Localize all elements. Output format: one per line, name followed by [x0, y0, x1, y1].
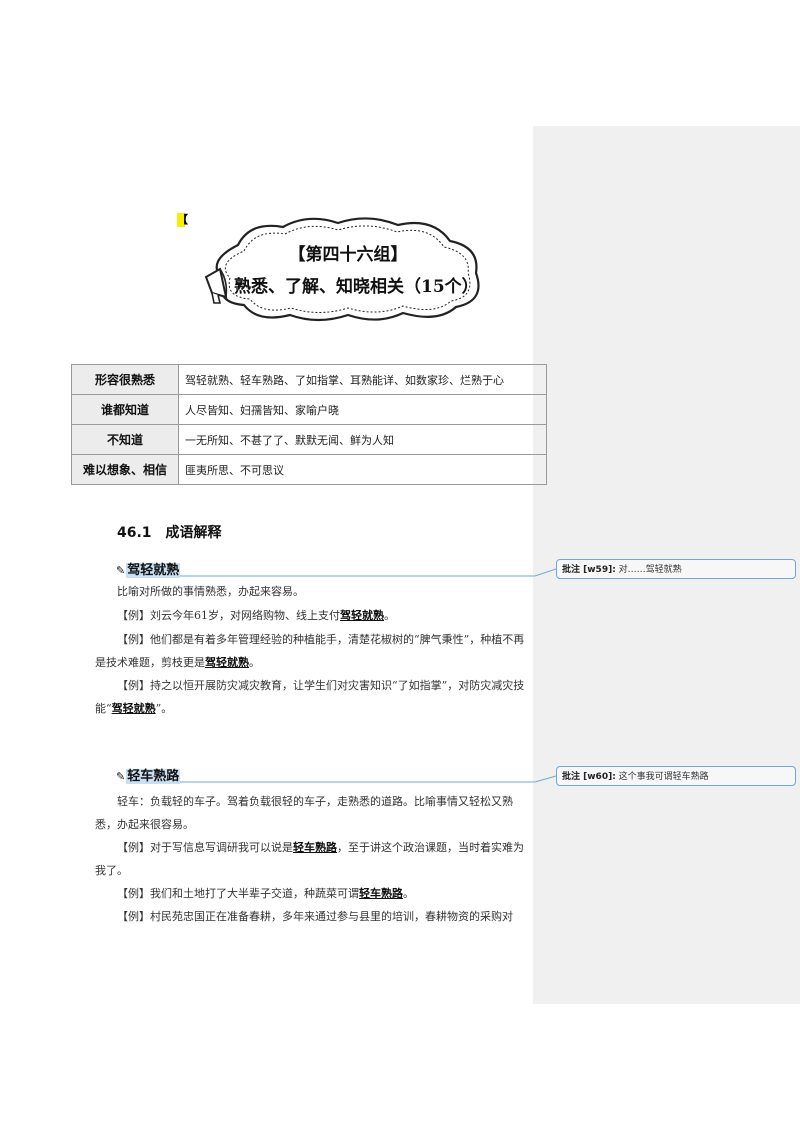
- entry-title-qingcheshulu: ✎轻车熟路: [116, 765, 181, 784]
- table-items-cell: 驾轻就熟、轻车熟路、了如指掌、耳熟能详、如数家珍、烂熟于心: [178, 364, 547, 395]
- entry-title-text[interactable]: 轻车熟路: [126, 769, 181, 784]
- example-keyword: 驾轻就熟: [111, 702, 156, 715]
- group-title: 【第四十六组】: [288, 245, 408, 265]
- comment-label: 批注 [w59]:: [562, 565, 616, 575]
- pen-icon: ✎: [116, 564, 126, 577]
- entry-title-jiaqingjiushu: ✎驾轻就熟: [116, 559, 181, 578]
- comment-balloon[interactable]: 批注 [w59]: 对……驾轻就熟: [556, 559, 796, 579]
- comment-connector-line: [180, 568, 557, 577]
- example-keyword: 轻车熟路: [359, 887, 403, 900]
- table-category-cell: 不知道: [71, 424, 179, 455]
- example-sentence: 【例】刘云今年61岁，对网络购物、线上支付驾轻就熟。: [117, 609, 395, 622]
- example-keyword: 驾轻就熟: [340, 609, 384, 622]
- table-items-cell: 一无所知、不甚了了、默默无闻、鲜为人知: [178, 424, 547, 455]
- table-items-cell: 匪夷所思、不可思议: [178, 454, 547, 485]
- example-keyword: 轻车熟路: [293, 841, 337, 854]
- entry-title-text[interactable]: 驾轻就熟: [126, 563, 181, 578]
- table-category-cell: 谁都知道: [71, 394, 179, 425]
- table-row: 形容很熟悉 驾轻就熟、轻车熟路、了如指掌、耳熟能详、如数家珍、烂熟于心: [71, 364, 547, 395]
- group-subtitle: 熟悉、了解、知晓相关（15个）: [234, 277, 479, 297]
- idiom-category-table: 形容很熟悉 驾轻就熟、轻车熟路、了如指掌、耳熟能详、如数家珍、烂熟于心 谁都知道…: [71, 364, 547, 485]
- comment-balloon[interactable]: 批注 [w60]: 这个事我可谓轻车熟路: [556, 766, 796, 786]
- example-keyword: 驾轻就熟: [205, 656, 249, 669]
- table-category-cell: 形容很熟悉: [71, 364, 179, 395]
- section-heading: 46.1 成语解释: [117, 525, 222, 541]
- comment-text: 对……驾轻就熟: [615, 565, 682, 575]
- entry-definition: 比喻对所做的事情熟悉，办起来容易。: [117, 585, 304, 598]
- example-sentence: 【例】我们和土地打了大半辈子交道，种蔬菜可谓轻车熟路。: [117, 887, 414, 900]
- comment-text: 这个事我可谓轻车熟路: [615, 772, 709, 782]
- title-cloud-frame: [204, 217, 480, 322]
- example-sentence: 【例】他们都是有着多年管理经验的种植能手，清楚花椒树的“脾气秉性”，种植不再是技…: [95, 633, 525, 669]
- example-sentence: 【例】村民苑忠国正在准备春耕，多年来通过参与县里的培训，春耕物资的采购对: [117, 910, 513, 923]
- table-row: 难以想象、相信 匪夷所思、不可思议: [71, 454, 547, 485]
- example-sentence: 【例】持之以恒开展防灾减灾教育，让学生们对灾害知识“了如指掌”，对防灾减灾技能“…: [95, 679, 525, 715]
- megaphone-icon: [204, 267, 228, 304]
- comment-connector-line: [180, 775, 557, 783]
- highlight-marker: 【: [177, 213, 188, 227]
- pen-icon: ✎: [116, 770, 126, 783]
- table-row: 谁都知道 人尽皆知、妇孺皆知、家喻户晓: [71, 394, 547, 425]
- table-row: 不知道 一无所知、不甚了了、默默无闻、鲜为人知: [71, 424, 547, 455]
- entry-definition: 轻车：负载轻的车子。驾着负载很轻的车子，走熟悉的道路。比喻事情又轻松又熟悉，办起…: [95, 795, 513, 831]
- example-sentence: 【例】对于写信息写调研我可以说是轻车熟路，至于讲这个政治课题，当时着实难为我了。: [95, 841, 524, 877]
- table-items-cell: 人尽皆知、妇孺皆知、家喻户晓: [178, 394, 547, 425]
- table-category-cell: 难以想象、相信: [71, 454, 179, 485]
- comment-label: 批注 [w60]:: [562, 772, 616, 782]
